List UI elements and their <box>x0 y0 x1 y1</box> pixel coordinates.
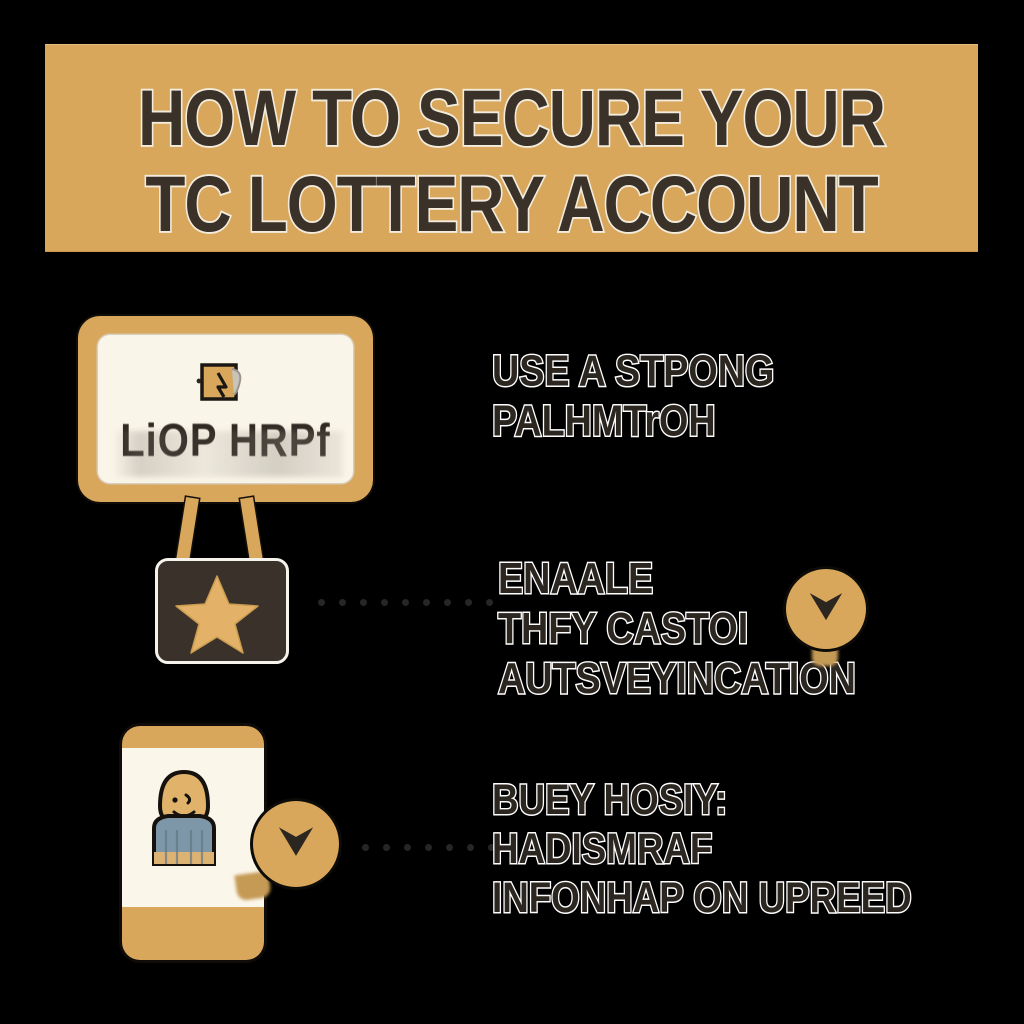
connector-dot <box>404 843 411 851</box>
connector-dot <box>383 843 390 851</box>
step-2-caption-line-1: ENAALE <box>497 554 655 603</box>
connector-dot <box>444 598 451 606</box>
step-3-caption-line-3: INFONHAP ON UPREED <box>491 873 913 922</box>
step-2-badge-tail <box>812 644 838 666</box>
connector-dot <box>425 843 432 851</box>
step-1-caption-line-2: PALHMTrOH <box>491 396 717 445</box>
step-2-star-plate <box>155 558 289 664</box>
step-2-caption: ENAALE THFY CASTOI AUTSVEYINCATION <box>497 555 857 710</box>
person-avatar-icon <box>144 764 224 872</box>
title-banner: HOW TO SECURE YOUR TC LOTTERY ACCOUNT <box>45 44 978 252</box>
step-3-caption-line-1: BUEY HOSIY: <box>491 775 729 824</box>
padlock-icon <box>196 357 252 413</box>
sign-card-face: LiOP HRPf <box>98 335 353 483</box>
connector-dot <box>362 843 369 851</box>
connector-dot <box>467 843 474 851</box>
connector-dot <box>465 598 472 606</box>
page-title-line-2: TC LOTTERY ACCOUNT <box>144 161 880 249</box>
connector-dots-row-3 <box>362 843 495 851</box>
connector-dot <box>486 598 493 606</box>
connector-dot <box>360 598 367 606</box>
step-1-caption: USE A STPONG PALHMTrOH <box>491 347 776 452</box>
connector-dot <box>423 598 430 606</box>
connector-dot <box>488 843 495 851</box>
step-1-sign-card: LiOP HRPf <box>78 316 373 502</box>
connector-dot <box>339 598 346 606</box>
step-1-caption-line-1: USE A STPONG <box>491 346 776 395</box>
step-2-caption-line-2: THFY CASTOI <box>497 604 750 653</box>
step-3-caption: BUEY HOSIY: HADISMRAF INFONHAP ON UPREED <box>491 777 913 929</box>
connector-dot <box>318 598 325 606</box>
step-2-caption-line-3: AUTSVEYINCATION <box>497 654 857 703</box>
chevron-down-icon <box>275 822 317 865</box>
page-title-line-1: HOW TO SECURE YOUR <box>136 75 887 163</box>
connector-dot <box>446 843 453 851</box>
star-icon <box>174 571 260 657</box>
step-2-chevron-badge <box>786 569 866 649</box>
step-3-caption-line-2: HADISMRAF <box>491 824 714 873</box>
step-3-chevron-badge <box>253 801 339 887</box>
connector-dot <box>402 598 409 606</box>
connector-dot <box>381 598 388 606</box>
step-3-phone-card <box>122 726 264 960</box>
connector-dots-row-2 <box>318 598 493 606</box>
chevron-down-icon <box>806 588 846 629</box>
sign-card-text: LiOP HRPf <box>120 415 331 467</box>
